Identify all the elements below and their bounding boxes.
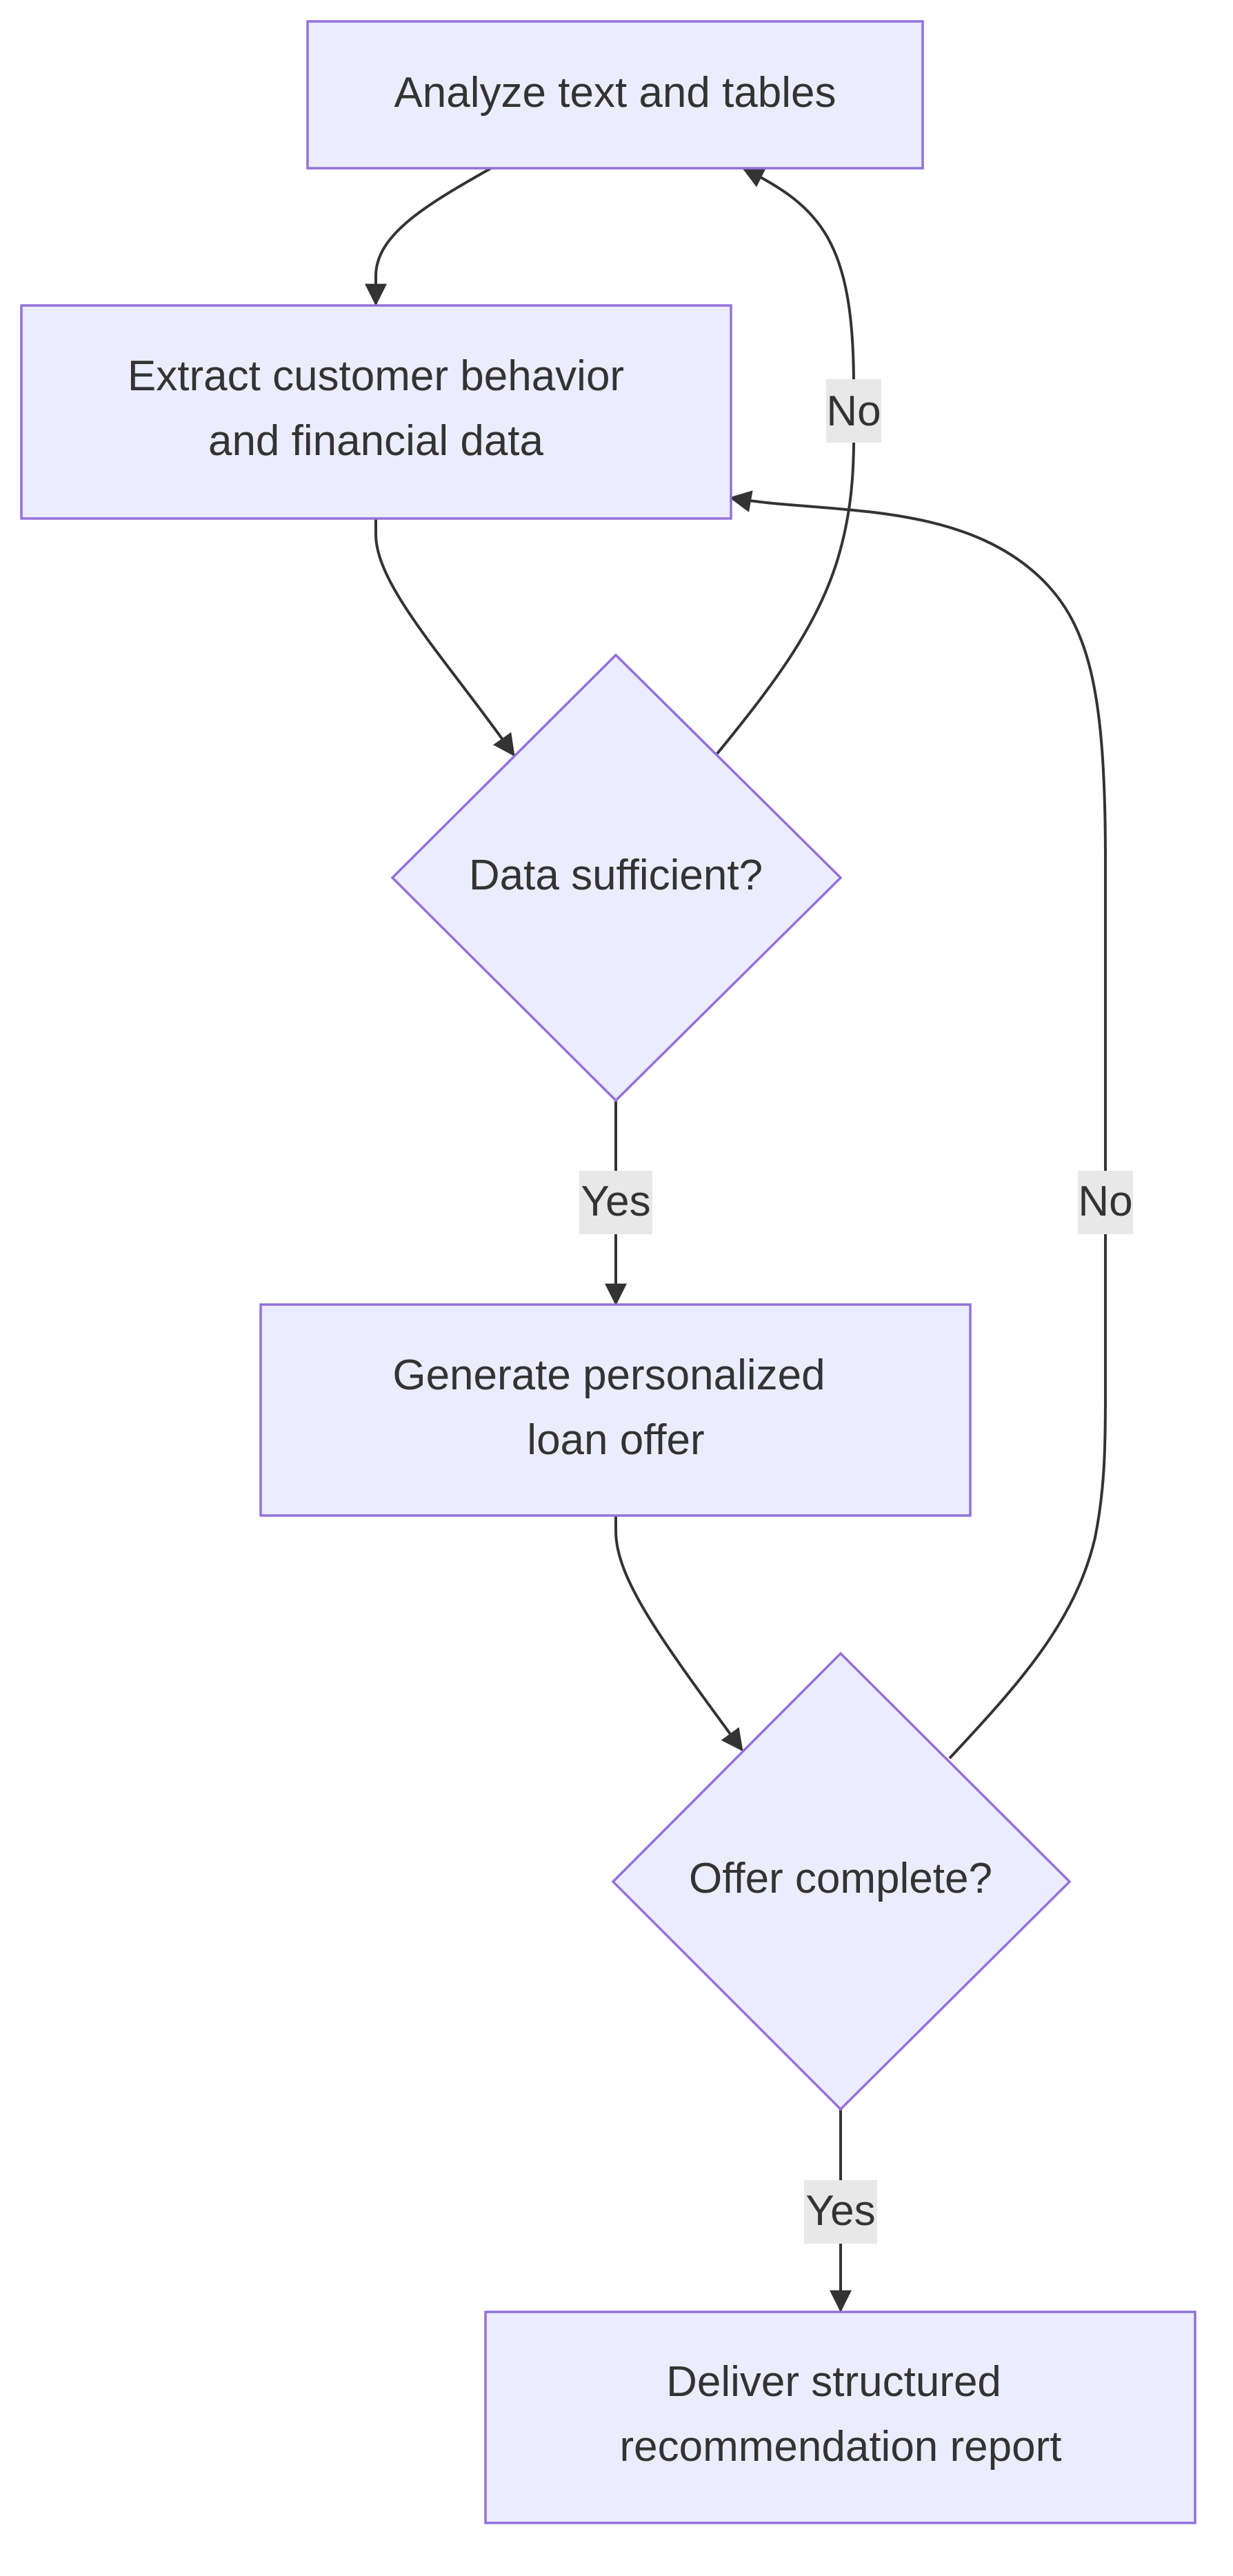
edge-sufficient-no	[716, 167, 856, 755]
node-complete: Offer complete?	[611, 1651, 1072, 2111]
node-analyze-box	[306, 20, 924, 170]
edge-label-bg	[1078, 1171, 1133, 1234]
edge-label-complete-yes: Yes	[804, 2180, 877, 2244]
node-deliver: Deliver structured recommendation report	[484, 2311, 1196, 2524]
node-complete-label-line-1: Offer complete?	[689, 1855, 992, 1902]
node-generate: Generate personalized loan offer	[259, 1303, 972, 1517]
node-sufficient: Data sufficient?	[390, 653, 843, 1103]
edge-complete-no	[729, 490, 1107, 1760]
edge-label-sufficient-yes: Yes	[579, 1171, 652, 1234]
node-deliver-label-line-2: recommendation report	[620, 2423, 1062, 2471]
edges	[365, 167, 1107, 2313]
node-extract-label-line-2: and financial data	[208, 417, 544, 465]
node-analyze: Analyze text and tables	[306, 20, 924, 170]
node-generate-label-line-2: loan offer	[527, 1416, 704, 1464]
edge-label-bg	[826, 379, 881, 443]
node-deliver-box	[484, 2311, 1196, 2524]
node-complete-diamond	[611, 1651, 1072, 2111]
node-analyze-label-line-1: Analyze text and tables	[394, 69, 836, 117]
node-extract: Extract customer behavior and financial …	[20, 304, 732, 520]
node-extract-box	[20, 304, 732, 520]
edge-labels: No Yes No Yes	[579, 379, 1133, 2244]
edge-label-complete-no: No	[1078, 1171, 1133, 1234]
edge-generate-to-complete	[614, 1516, 743, 1752]
edge-label-text: Yes	[581, 1178, 650, 1225]
edge-analyze-to-extract	[365, 167, 492, 306]
edge-extract-to-sufficient	[374, 519, 515, 757]
edge-label-text: Yes	[805, 2187, 875, 2235]
node-extract-label-line-1: Extract customer behavior	[128, 352, 624, 400]
node-generate-label-line-1: Generate personalized	[392, 1351, 825, 1399]
edge-label-bg	[804, 2180, 877, 2244]
nodes: Analyze text and tables Extract customer…	[20, 20, 1196, 2524]
node-sufficient-diamond	[390, 653, 843, 1103]
edge-label-text: No	[1078, 1178, 1132, 1225]
edge-label-sufficient-no: No	[826, 379, 881, 443]
node-generate-box	[259, 1303, 972, 1517]
edge-label-text: No	[826, 388, 881, 435]
edge-label-bg	[579, 1171, 652, 1234]
node-sufficient-label-line-1: Data sufficient?	[469, 852, 763, 899]
node-deliver-label-line-1: Deliver structured	[666, 2358, 1001, 2406]
